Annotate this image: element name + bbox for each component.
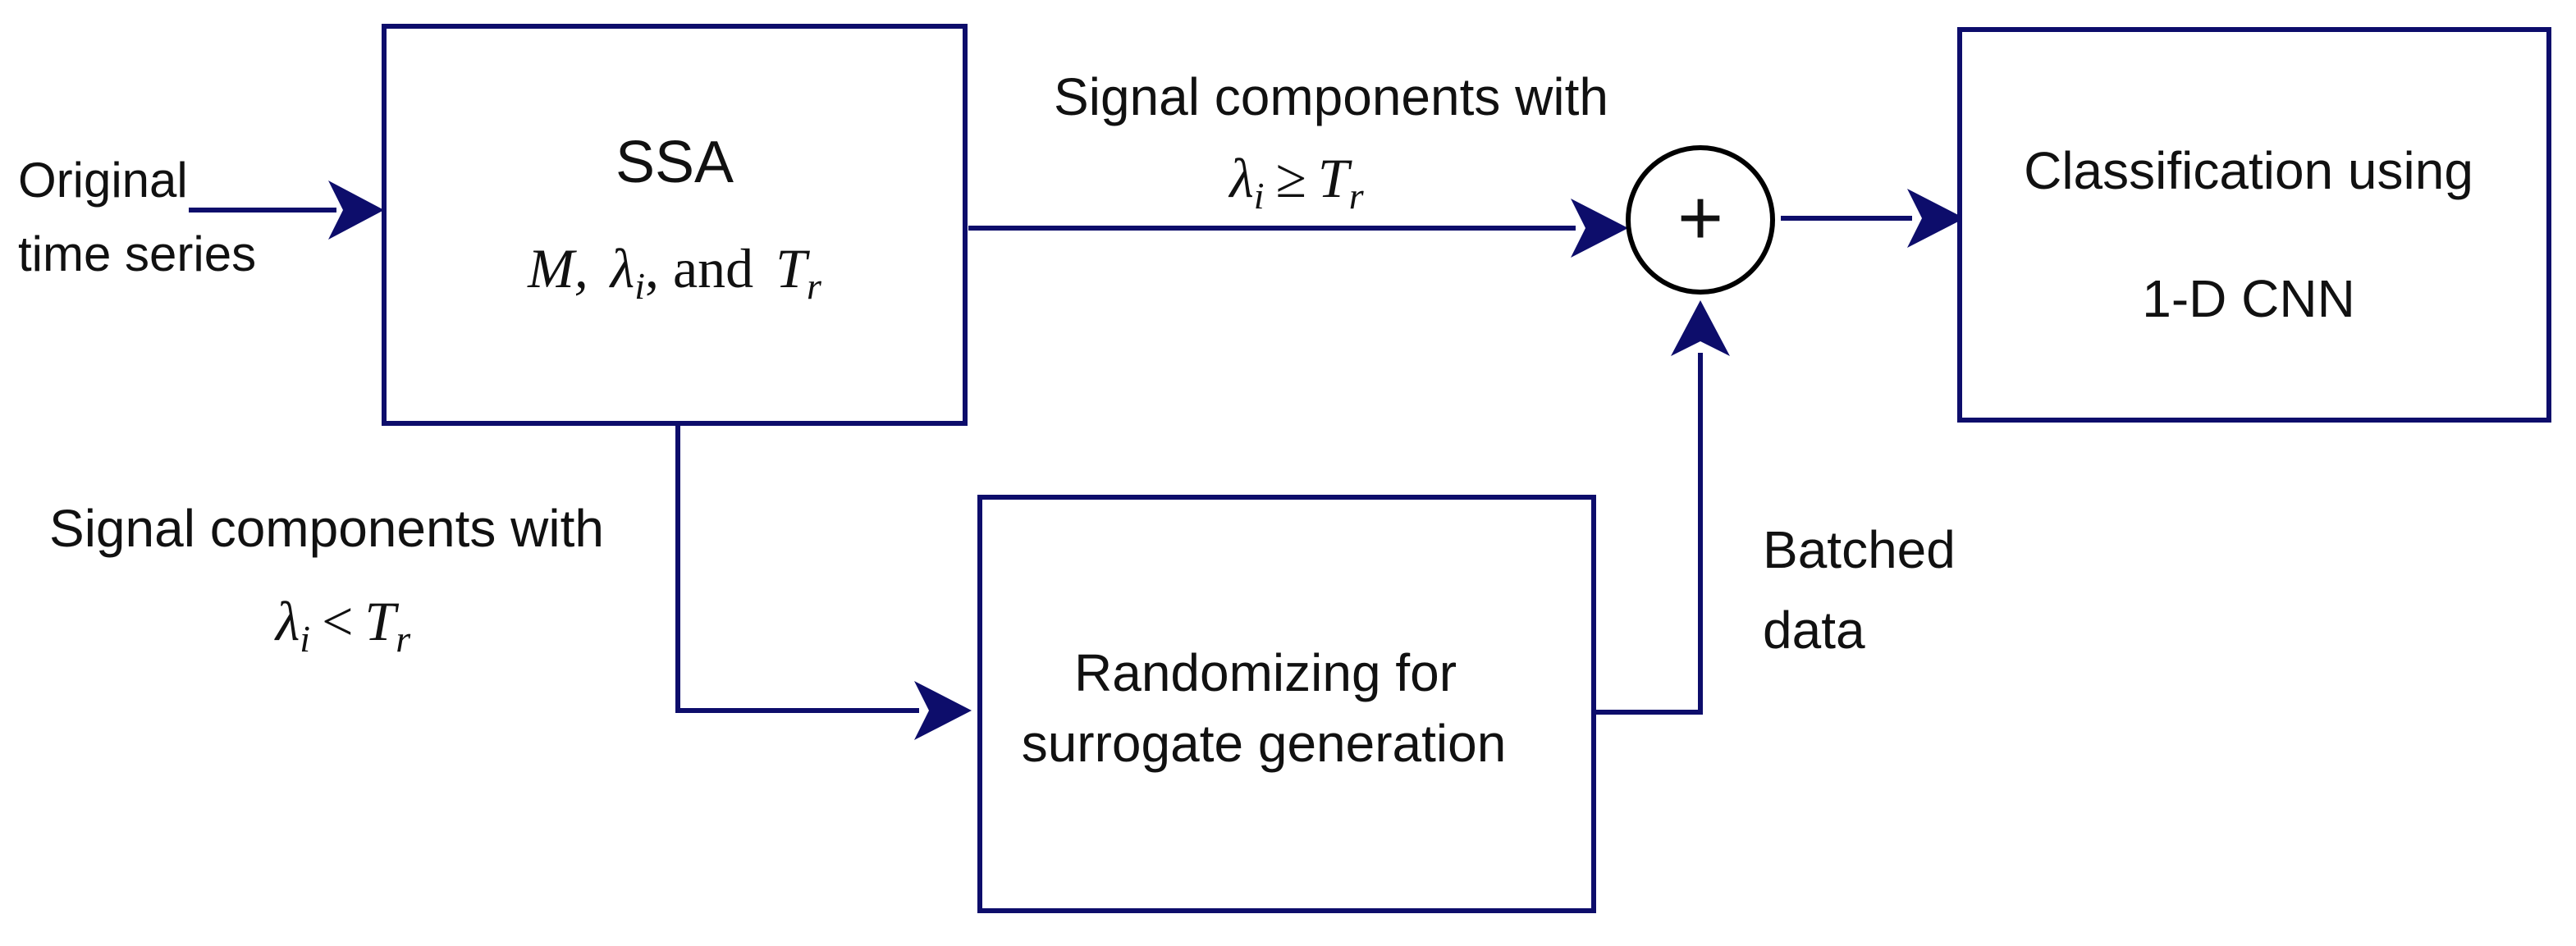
input-arrowhead <box>328 181 384 240</box>
upper-path-label-line1: Signal components with <box>1054 67 1608 126</box>
upper-t: T <box>1318 147 1352 209</box>
plus-symbol: + <box>1677 174 1723 262</box>
ssa-param-t: T <box>776 237 810 299</box>
lower-path-label-line1: Signal components with <box>49 499 604 558</box>
lower-path-arrowhead <box>914 681 972 740</box>
surrogate-block <box>977 495 1596 913</box>
input-label-line2: time series <box>18 226 256 281</box>
ssa-param-and: , and <box>645 237 753 299</box>
lower-t: T <box>364 590 399 652</box>
ssa-title: SSA <box>615 130 734 195</box>
summation-junction <box>1626 145 1775 295</box>
lower-path-line <box>675 423 919 713</box>
lower-path-condition: λi <Tr <box>274 590 411 660</box>
upper-path-condition: λi ≥Tr <box>1228 147 1364 217</box>
lower-t-sub: r <box>396 618 411 660</box>
classifier-block <box>1957 27 2551 423</box>
lower-operator: < <box>322 590 353 652</box>
ssa-block <box>382 24 968 426</box>
ssa-param-lambda-sub: i <box>634 265 645 307</box>
batched-path-arrowhead <box>1671 300 1730 356</box>
upper-path-arrowhead <box>1571 199 1628 258</box>
ssa-param-lambda: λ <box>609 237 634 299</box>
batched-label-line2: data <box>1763 601 1865 660</box>
batched-label-line1: Batched <box>1763 520 1956 579</box>
classifier-label-line1: Classification using <box>2024 141 2473 200</box>
upper-operator: ≥ <box>1276 147 1306 209</box>
upper-lambda-sub: i <box>1254 175 1265 217</box>
batched-path-line <box>1594 353 1703 715</box>
lower-lambda-sub: i <box>300 618 310 660</box>
output-arrowhead <box>1907 189 1965 248</box>
classifier-label-line2: 1-D CNN <box>2142 269 2355 328</box>
surrogate-label-line1: Randomizing for <box>1074 643 1457 702</box>
ssa-param-t-sub: r <box>807 265 822 307</box>
ssa-parameters: M, λi, and Tr <box>527 237 822 307</box>
input-label-line1: Original <box>18 153 188 208</box>
surrogate-label-line2: surrogate generation <box>1022 714 1507 773</box>
upper-lambda: λ <box>1228 147 1253 209</box>
upper-t-sub: r <box>1349 175 1365 217</box>
ssa-param-m: M, <box>527 237 588 299</box>
lower-lambda: λ <box>274 590 300 652</box>
